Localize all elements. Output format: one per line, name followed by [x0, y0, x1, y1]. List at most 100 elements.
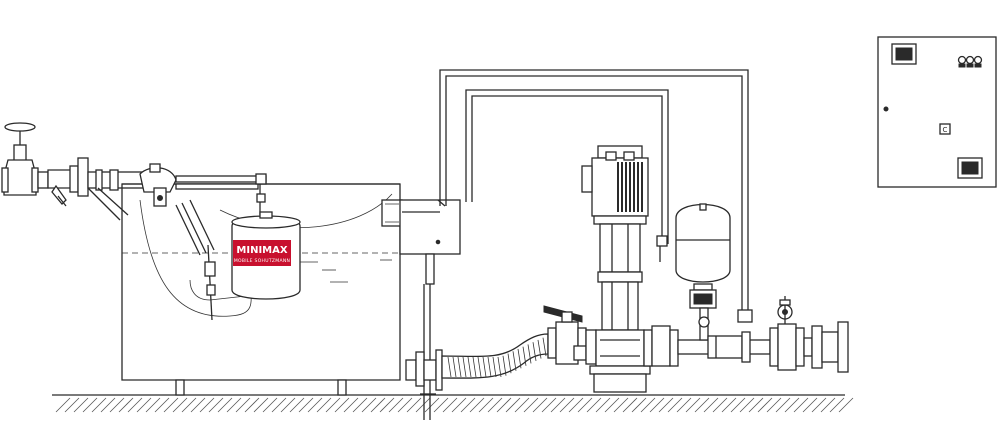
hatch-line — [64, 397, 80, 413]
hose-rib — [497, 356, 502, 378]
hatch-line — [235, 397, 251, 413]
hatch-line — [721, 397, 737, 413]
hatch-line — [388, 397, 404, 413]
hatch-line — [253, 397, 269, 413]
main-switch — [939, 123, 951, 135]
hatch-line — [307, 397, 323, 413]
flexible-hose — [441, 333, 549, 379]
hatch-line — [100, 397, 116, 413]
hatch-line — [316, 397, 332, 413]
hatch-line — [334, 397, 350, 413]
hatch-line — [505, 397, 521, 413]
hatch-line — [757, 397, 773, 413]
level-switch-box — [381, 199, 461, 420]
gate-valve — [1, 122, 39, 196]
hatch-line — [802, 397, 818, 413]
hatch-line — [613, 397, 629, 413]
ventilation-grille-top — [891, 43, 917, 65]
hatch-line — [433, 397, 449, 413]
hatch-line — [775, 397, 791, 413]
suction-valve — [543, 305, 597, 365]
hatch-line — [154, 397, 170, 413]
hatch-line — [631, 397, 647, 413]
hose-rib — [472, 356, 477, 378]
hatch-line — [145, 397, 161, 413]
hatch-line — [487, 397, 503, 413]
hatch-line — [649, 397, 665, 413]
hatch-line — [361, 397, 377, 413]
hatch-line — [73, 397, 89, 413]
hatch-line — [55, 397, 71, 413]
hatch-line — [406, 397, 422, 413]
hose-rib — [502, 355, 507, 376]
hose-rib — [462, 356, 467, 378]
hose-rib — [507, 353, 512, 374]
brand-logo: MINIMAX MOBILE SOHUTZMANN — [233, 240, 291, 266]
hatch-line — [685, 397, 701, 413]
hatch-line — [577, 397, 593, 413]
hatch-line — [568, 397, 584, 413]
control-cabinet: C — [877, 36, 997, 188]
hatch-line — [343, 397, 359, 413]
hatch-line — [829, 397, 845, 413]
hatch-line — [469, 397, 485, 413]
hatch-line — [541, 397, 557, 413]
flanged-outlet — [803, 321, 849, 373]
ventilation-grille-bottom — [957, 157, 983, 179]
hatch-line — [514, 397, 530, 413]
pressure-vessel — [675, 203, 731, 341]
hatch-line — [91, 397, 107, 413]
hatch-line — [640, 397, 656, 413]
door-lock — [883, 106, 889, 112]
hose-rib — [522, 346, 527, 366]
hatch-line — [325, 397, 341, 413]
hatch-line — [199, 397, 215, 413]
hose-rib — [512, 351, 517, 371]
hatch-line — [262, 397, 278, 413]
hatch-line — [595, 397, 611, 413]
suction-connection — [405, 349, 443, 391]
hatch-line — [694, 397, 710, 413]
hose-rib — [457, 356, 462, 378]
hatch-line — [784, 397, 800, 413]
hatch-line — [127, 397, 143, 413]
hatch-line — [244, 397, 260, 413]
hatch-line — [604, 397, 620, 413]
hatch-line — [703, 397, 719, 413]
hose-rib — [477, 356, 482, 378]
hatch-line — [676, 397, 692, 413]
hatch-line — [586, 397, 602, 413]
hose-rib — [482, 356, 487, 378]
hatch-line — [217, 397, 233, 413]
hose-rib — [537, 339, 542, 359]
hatch-line — [712, 397, 728, 413]
hatch-line — [451, 397, 467, 413]
hatch-line — [667, 397, 683, 413]
hatch-line — [748, 397, 764, 413]
hatch-line — [478, 397, 494, 413]
hose-rib — [527, 344, 532, 364]
svg-text:C: C — [943, 126, 948, 134]
pump-motor — [581, 145, 649, 225]
hatch-line — [811, 397, 827, 413]
strainer — [37, 165, 79, 207]
hatch-line — [370, 397, 386, 413]
hatch-line — [838, 397, 854, 413]
hatch-line — [136, 397, 152, 413]
hatch-line — [730, 397, 746, 413]
hatch-line — [226, 397, 242, 413]
hatch-line — [739, 397, 755, 413]
hatch-line — [352, 397, 368, 413]
hatch-line — [190, 397, 206, 413]
hose-rib — [517, 348, 522, 369]
pressure-gauge — [769, 296, 805, 371]
hose-rib — [487, 356, 492, 378]
hatch-line — [397, 397, 413, 413]
hatch-line — [550, 397, 566, 413]
check-valve — [707, 331, 751, 363]
hatch-line — [415, 397, 431, 413]
hatch-line — [793, 397, 809, 413]
hatch-line — [424, 397, 440, 413]
hatch-line — [523, 397, 539, 413]
